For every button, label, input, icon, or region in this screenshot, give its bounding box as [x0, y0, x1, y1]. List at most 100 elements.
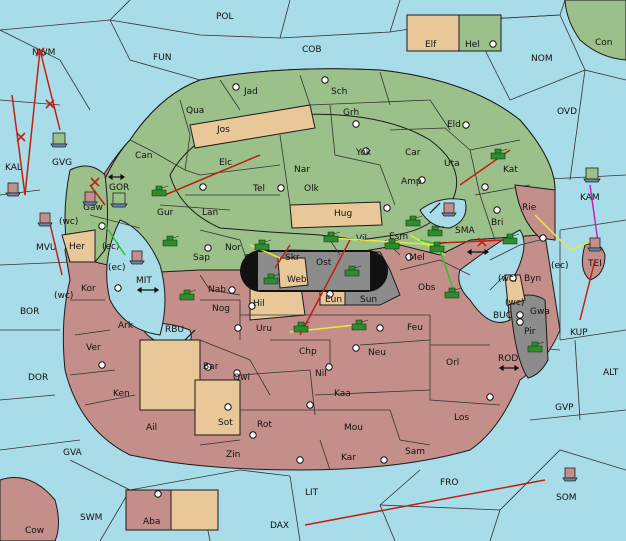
label-dax: DAX	[270, 521, 289, 531]
army-unit	[323, 231, 341, 243]
order-retreat-1	[589, 184, 599, 243]
army-unit	[405, 215, 423, 227]
region-con[interactable]	[564, 0, 626, 61]
label-grh: Grh	[343, 108, 359, 118]
label-nog: Nog	[212, 304, 230, 314]
order-move-5	[164, 154, 261, 196]
army-unit	[151, 185, 169, 197]
order-support-5	[534, 214, 596, 251]
label-gvg: GVG	[52, 158, 72, 168]
label-ovd: OVD	[557, 107, 577, 117]
label-gur: Gur	[157, 208, 174, 218]
army-unit	[384, 238, 402, 250]
order-move-12	[89, 184, 106, 206]
order-move-10	[579, 259, 596, 321]
label-skr: Skr	[285, 253, 300, 263]
label-kal: KAL	[5, 163, 22, 173]
green-armies	[151, 148, 545, 353]
army-unit	[427, 225, 445, 237]
order-move-2	[39, 49, 61, 131]
region-orn[interactable]	[170, 489, 219, 531]
fleet-unit	[129, 250, 145, 265]
label-gaw: Gaw	[83, 203, 103, 213]
label-yok: Yok	[355, 148, 372, 158]
label-coast-5: (wc)	[498, 274, 517, 284]
label-car: Car	[405, 148, 421, 158]
label-los: Los	[454, 413, 469, 423]
fleet-unit	[50, 132, 68, 148]
label-swm: SWM	[80, 513, 102, 523]
label-chp: Chp	[299, 347, 317, 357]
label-bor: BOR	[20, 307, 39, 317]
label-eun: Eun	[325, 295, 342, 305]
label-hug: Hug	[334, 209, 352, 219]
label-qua: Qua	[186, 106, 204, 116]
label-coast-1: (wc)	[59, 217, 78, 227]
label-gwa: Gwa	[530, 307, 550, 317]
order-move-11	[304, 479, 546, 526]
label-olk: Olk	[304, 184, 320, 194]
region-hug[interactable]	[289, 201, 383, 229]
label-lan: Lan	[202, 208, 218, 218]
label-mit: MIT	[136, 276, 152, 286]
label-nor: Nor	[225, 243, 241, 253]
label-kar: Kar	[341, 453, 356, 463]
order-convoy-1	[104, 224, 126, 256]
region-sot[interactable]	[194, 379, 241, 436]
label-coast-6: (wc)	[505, 298, 524, 308]
fleet-unit	[110, 192, 128, 208]
label-sma: SMA	[455, 226, 475, 236]
region-jos[interactable]	[189, 104, 316, 149]
label-mel: Mel	[409, 253, 425, 263]
label-byn: Byn	[524, 274, 541, 284]
label-ark: Ark	[118, 321, 134, 331]
label-pol: POL	[216, 12, 234, 22]
label-sch: Sch	[331, 87, 347, 97]
region-web[interactable]	[277, 257, 309, 289]
army-unit	[254, 239, 272, 251]
region-her[interactable]	[61, 229, 96, 263]
label-amp: Amp	[401, 177, 422, 187]
label-gvp: GVP	[555, 403, 574, 413]
label-alt: ALT	[603, 368, 619, 378]
fleets	[5, 132, 603, 482]
order-move-9	[299, 239, 351, 336]
label-fun: FUN	[153, 53, 172, 63]
label-buc: BUC	[493, 311, 512, 321]
label-can: Can	[135, 151, 153, 161]
label-kup: KUP	[570, 328, 588, 338]
label-ken: Ken	[113, 389, 130, 399]
region-chr[interactable]	[139, 339, 201, 411]
label-coast-4: (ec)	[108, 263, 126, 273]
region-elf[interactable]	[406, 14, 460, 52]
label-pir: Pir	[524, 327, 536, 337]
label-sam: Sam	[405, 447, 425, 457]
label-bri: Bri	[491, 218, 503, 228]
fleet-unit	[562, 467, 578, 482]
army-unit	[444, 287, 462, 299]
label-nar: Nar	[294, 165, 310, 175]
order-convoy-3	[439, 249, 456, 296]
label-her: Her	[69, 242, 85, 252]
region-cow[interactable]	[0, 477, 59, 541]
fleet-unit	[82, 191, 98, 206]
army-unit	[502, 233, 520, 245]
label-bar: Bar	[203, 362, 219, 372]
label-kam: KAM	[580, 193, 600, 203]
label-kat: Kat	[503, 165, 518, 175]
label-sun: Sun	[360, 295, 377, 305]
label-uru: Uru	[256, 324, 272, 334]
label-nil: Nil	[315, 369, 327, 379]
internal-borders-red	[69, 239, 541, 471]
label-gva: GVA	[63, 448, 83, 458]
region-aba[interactable]	[125, 489, 172, 531]
label-dor: DOR	[28, 373, 48, 383]
label-neu: Neu	[368, 348, 386, 358]
label-ver: Ver	[86, 343, 101, 353]
label-coast-2: (ec)	[102, 242, 120, 252]
label-hil: Hil	[253, 299, 265, 309]
label-nwm: NWM	[32, 48, 55, 58]
region-rie[interactable]	[514, 184, 556, 241]
order-support-1	[329, 237, 441, 246]
